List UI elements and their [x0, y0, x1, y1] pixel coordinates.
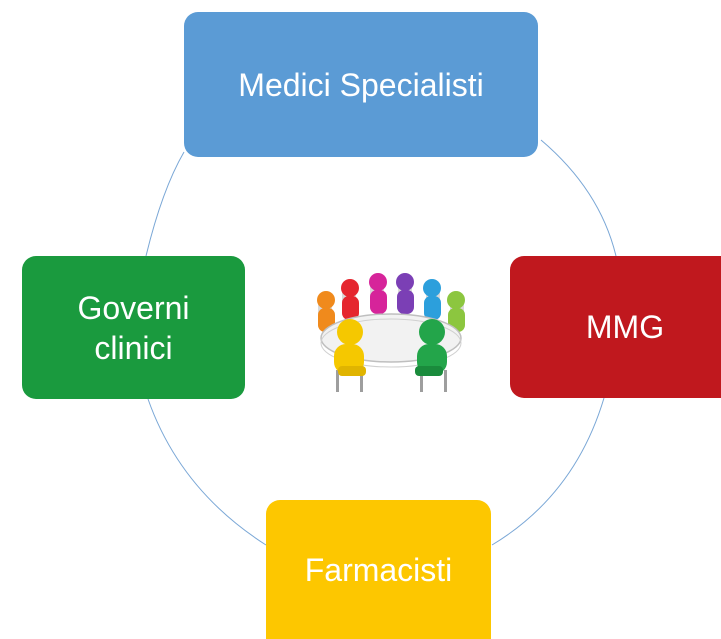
connector-bottom-left	[147, 398, 267, 546]
connector-top-right	[540, 139, 617, 257]
node-mmg: MMG	[510, 256, 721, 398]
connector-right-bottom	[491, 397, 605, 546]
front-row-people	[334, 319, 447, 392]
node-governi-clinici-label: Governi clinici	[77, 289, 190, 366]
node-farmacisti: Farmacisti	[266, 500, 491, 639]
back-row-people	[317, 273, 465, 332]
node-farmacisti-label: Farmacisti	[304, 551, 453, 588]
node-medici-specialisti-label: Medici Specialisti	[238, 66, 484, 103]
node-medici-specialisti: Medici Specialisti	[184, 12, 538, 157]
connector-left-top	[145, 151, 185, 257]
node-governi-clinici: Governi clinici	[22, 256, 245, 399]
round-table-meeting-icon	[317, 273, 465, 392]
node-mmg-label: MMG	[585, 309, 665, 345]
